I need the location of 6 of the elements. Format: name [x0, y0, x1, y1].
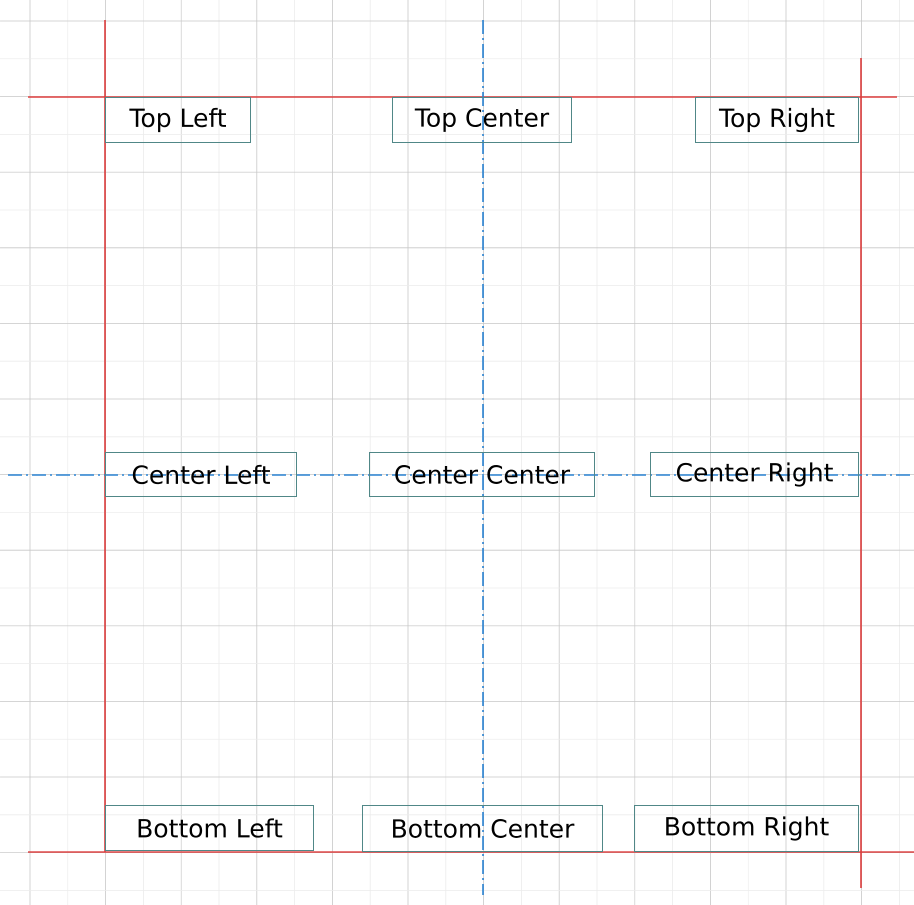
text-box: Bottom Right: [634, 805, 859, 852]
text-box: Top Right: [695, 97, 859, 143]
text-box: Bottom Center: [362, 805, 603, 852]
text-box: Top Left: [105, 97, 251, 143]
text-box: Top Center: [392, 97, 572, 143]
text-box: Bottom Left: [105, 805, 314, 851]
